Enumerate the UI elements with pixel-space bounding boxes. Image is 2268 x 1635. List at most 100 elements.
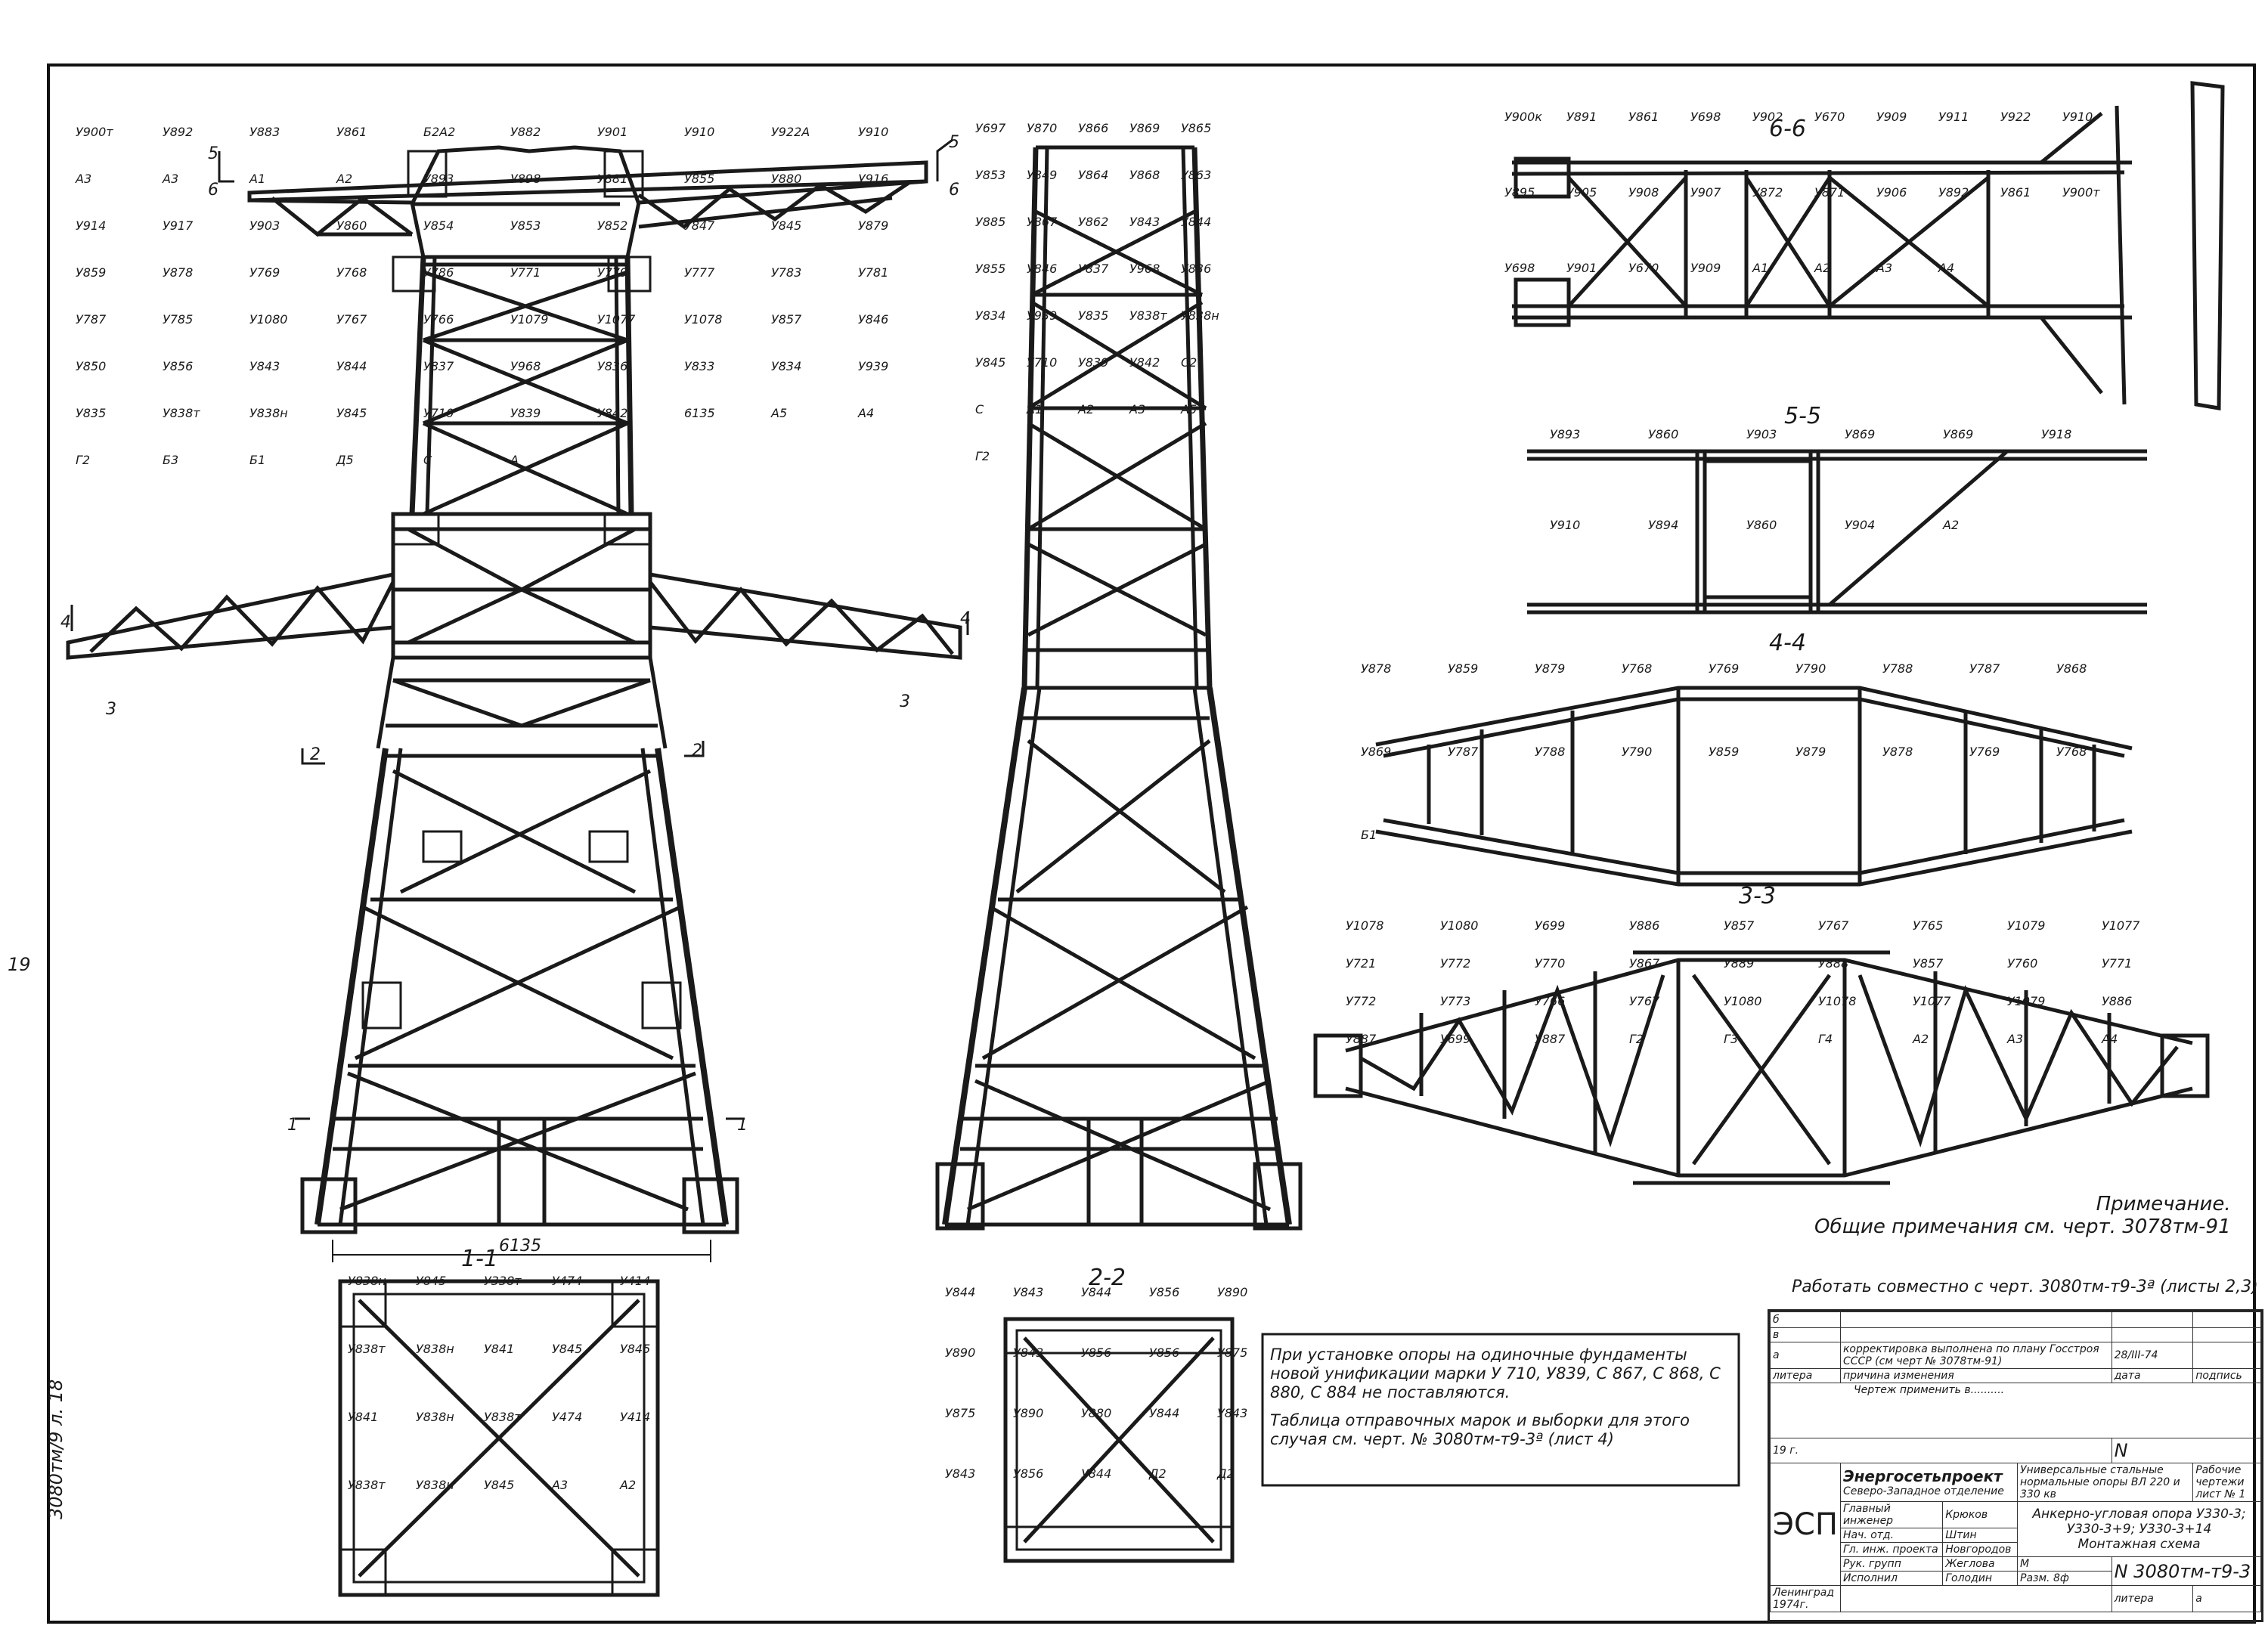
member-mark-label: У414 [620, 1274, 650, 1288]
member-mark-label: У853 [975, 168, 1005, 182]
left-margin-number: 19 [8, 954, 31, 975]
member-mark-label: У790 [1622, 745, 1652, 759]
member-mark-label: У909 [1690, 261, 1721, 275]
member-mark-label: Д2 [1216, 1466, 1235, 1481]
member-mark-label: А4 [2101, 1032, 2118, 1046]
joint-drawing-note: Работать совместно с черт. 3080тм-т9-3ª … [1792, 1277, 2258, 1296]
member-mark-label: У838н [249, 406, 288, 420]
member-mark-label: У843 [1129, 215, 1160, 229]
member-mark-label: У852 [597, 218, 627, 233]
member-mark-label: У881 [597, 172, 627, 186]
name-dept-head: Штин [1942, 1528, 2019, 1543]
apply-text: Чертеж применить в.......... [1770, 1383, 2261, 1438]
member-mark-label: У867 [1629, 956, 1660, 971]
member-mark-label: У860 [1648, 427, 1678, 441]
member-mark-label: У855 [975, 262, 1005, 276]
member-mark-label: У838н [416, 1342, 454, 1356]
member-mark-label: У843 [1013, 1345, 1043, 1360]
member-mark-label: У888 [1818, 956, 1848, 971]
member-mark-label: У474 [552, 1410, 582, 1424]
member-mark-label: У855 [684, 172, 714, 186]
remark-title: Примечание. [2096, 1193, 2231, 1215]
member-mark-label: У861 [1628, 110, 1659, 124]
member-mark-label: У787 [76, 312, 107, 327]
member-mark-label: У1078 [684, 312, 722, 327]
member-mark-label: У907 [1690, 185, 1721, 200]
member-mark-label: У918 [2041, 427, 2071, 441]
member-mark-label: Б1 [1361, 828, 1377, 842]
member-mark-label: Г2 [76, 453, 90, 467]
member-mark-label: У838н [416, 1410, 454, 1424]
section-title-5-5: 5-5 [1784, 403, 1821, 429]
litera-value: а [2192, 1585, 2261, 1612]
member-mark-label: У834 [771, 359, 801, 373]
member-mark-label: Г4 [1818, 1032, 1833, 1046]
member-mark-label: У887 [1346, 1032, 1377, 1046]
member-mark-label: У879 [1796, 745, 1826, 759]
member-mark-label: У900т [76, 125, 113, 139]
foundation-note: При установке опоры на одиночные фундаме… [1270, 1345, 1731, 1458]
member-mark-label: Д2 [1148, 1466, 1167, 1481]
member-mark-label: У846 [858, 312, 888, 327]
member-mark-label: У906 [1876, 185, 1907, 200]
member-mark-label: У862 [1078, 215, 1108, 229]
member-mark-label: У892 [163, 125, 193, 139]
member-mark-label: У875 [1217, 1345, 1247, 1360]
member-mark-label: У857 [1724, 918, 1755, 933]
member-mark-label: У922 [2000, 110, 2031, 124]
member-mark-label: Б3 [163, 453, 178, 467]
member-mark-label: У866 [1078, 121, 1108, 135]
member-mark-label: А2 [1912, 1032, 1929, 1046]
member-mark-label: У781 [858, 265, 888, 280]
member-mark-label: У767 [1818, 918, 1849, 933]
member-mark-label: А1 [1026, 402, 1043, 416]
member-mark-label: А3 [551, 1478, 568, 1492]
member-mark-label: У845 [484, 1478, 514, 1492]
member-mark-label: У838т [1129, 308, 1167, 323]
city-year: 1974г. [1773, 1599, 1809, 1611]
plan-3-3 [1313, 950, 2210, 1185]
section-title-2-2: 2-2 [1089, 1265, 1126, 1291]
member-mark-label: У843 [1217, 1406, 1247, 1420]
section-mark-5: 5 [208, 144, 218, 163]
member-mark-label: А4 [857, 406, 874, 420]
member-mark-label: У878 [1361, 661, 1391, 676]
member-mark-label: У910 [2062, 110, 2093, 124]
member-mark-label: У842 [597, 406, 627, 420]
member-mark-label: У883 [249, 125, 280, 139]
member-mark-label: У785 [163, 312, 193, 327]
name-chief-engineer: Крюков [1942, 1501, 2019, 1528]
member-mark-label: У773 [1440, 994, 1470, 1008]
member-mark-label: У845 [336, 406, 367, 420]
member-mark-label: У845 [771, 218, 801, 233]
member-mark-label: У767 [336, 312, 367, 327]
member-mark-label: А2 [1814, 261, 1830, 275]
member-mark-label: А3 [75, 172, 91, 186]
member-mark-label: У766 [423, 312, 454, 327]
member-mark-label: У838т [348, 1342, 386, 1356]
role-project-engineer: Гл. инж. проекта [1839, 1542, 1944, 1557]
member-mark-label: У850 [76, 359, 106, 373]
member-mark-label: У846 [1027, 262, 1057, 276]
col-date: дата [2111, 1368, 2194, 1383]
front-view [66, 145, 962, 1262]
member-mark-label: У772 [1440, 956, 1470, 971]
member-mark-label: А3 [162, 172, 178, 186]
member-mark-label: У772 [1346, 994, 1376, 1008]
member-mark-label: С2 [1181, 355, 1197, 370]
member-mark-label: У768 [2056, 745, 2087, 759]
member-mark-label: У838т [163, 406, 200, 420]
project-name: Универсальные стальные нормальные опоры … [2017, 1463, 2194, 1502]
member-mark-label: У760 [2007, 956, 2037, 971]
member-mark-label: У787 [1969, 661, 2000, 676]
member-mark-label: У839 [1078, 355, 1108, 370]
member-mark-label: У844 [1181, 215, 1211, 229]
member-mark-label: А3 [1876, 261, 1892, 275]
foundation-note-p1: При установке опоры на одиночные фундаме… [1270, 1345, 1721, 1401]
member-mark-label: У856 [1013, 1466, 1043, 1481]
